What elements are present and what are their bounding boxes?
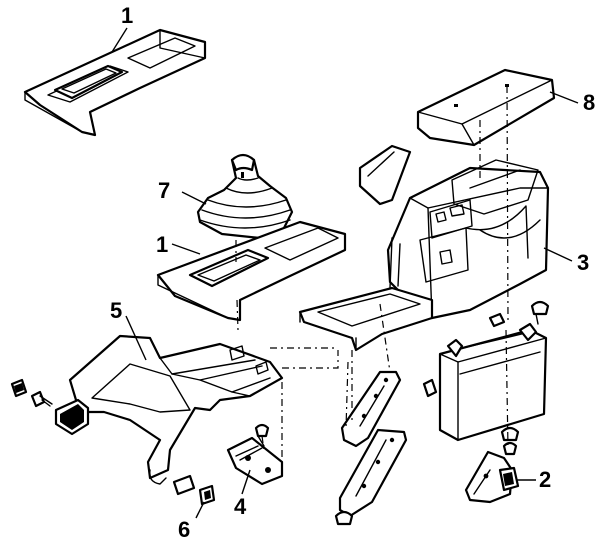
shift-bezel-top (23, 28, 207, 137)
alignment-lines (235, 85, 509, 476)
shift-boot (196, 153, 294, 240)
bracket-4 (226, 436, 284, 486)
callout-labels: 1 1 7 8 3 5 4 6 2 (110, 3, 595, 542)
screw-bracket (254, 423, 270, 447)
callout-1-middle: 1 (156, 232, 168, 257)
console-frame (54, 334, 284, 485)
clip-and-screw-left (10, 378, 53, 408)
armrest-lid (416, 68, 556, 147)
callout-7: 7 (158, 178, 170, 203)
callout-2: 2 (539, 467, 551, 492)
clip-6 (198, 484, 216, 506)
screw-box-bottom (500, 426, 520, 442)
callout-3: 3 (577, 250, 589, 275)
callout-8: 8 (583, 90, 595, 115)
screw-box-top (530, 300, 550, 325)
shift-bezel-middle (156, 220, 347, 322)
console-small-lid (358, 144, 412, 206)
rail-bracket-lower (338, 428, 408, 518)
rail-bracket-upper (340, 370, 402, 448)
callout-4: 4 (234, 494, 247, 519)
callout-6: 6 (178, 517, 190, 542)
leader-lines (111, 27, 579, 519)
callout-1-top: 1 (121, 3, 133, 28)
screw-frame (172, 474, 196, 496)
hinge-bracket-2 (464, 441, 520, 504)
callout-5: 5 (110, 298, 122, 323)
storage-box (422, 312, 548, 442)
console-base-tray (298, 237, 434, 352)
screw-bottom-center (334, 510, 354, 526)
